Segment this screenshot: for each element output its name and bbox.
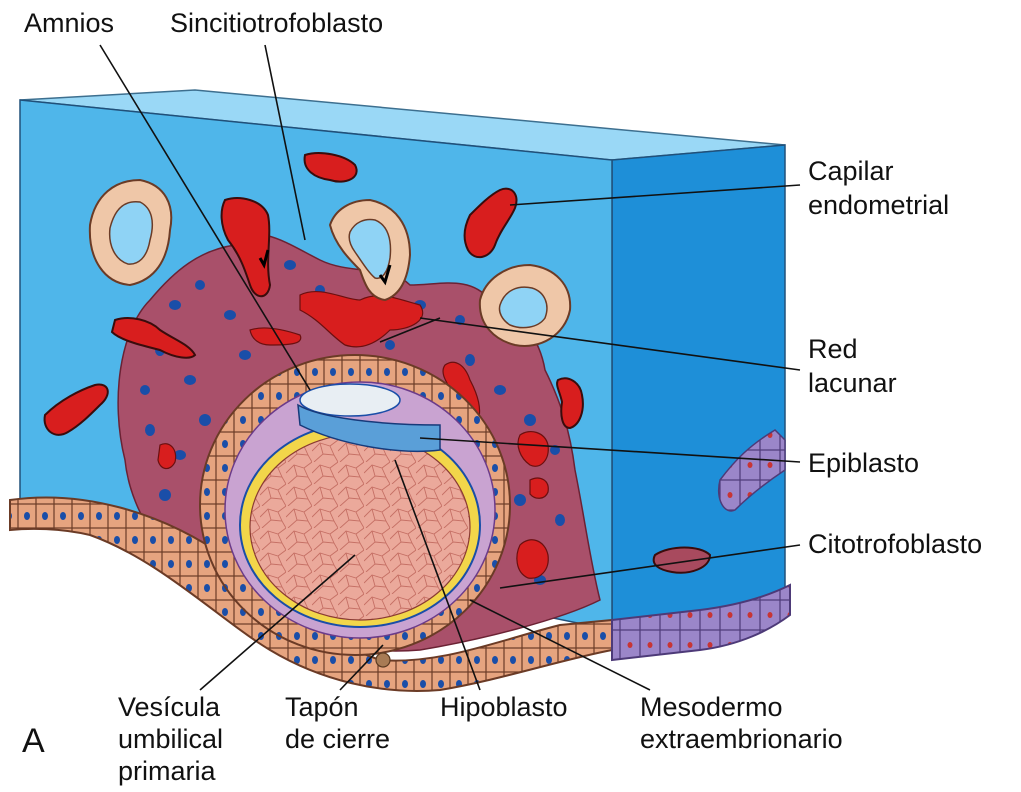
- label-red-1: Red: [808, 334, 858, 364]
- label-epiblasto: Epiblasto: [808, 448, 919, 478]
- label-capilar-2: endometrial: [808, 190, 949, 220]
- label-sincitiotrofoblasto: Sincitiotrofoblasto: [170, 8, 383, 38]
- primary-yolk-sac: [250, 434, 470, 620]
- amniotic-cavity: [300, 384, 400, 416]
- label-amnios: Amnios: [24, 8, 114, 38]
- label-mesodermo-1: Mesodermo: [640, 692, 783, 722]
- label-vesicula-2: umbilical: [118, 724, 223, 754]
- label-hipoblasto: Hipoblasto: [440, 692, 568, 722]
- closing-plug: [376, 653, 390, 667]
- panel-letter: A: [22, 722, 45, 760]
- label-vesicula-1: Vesícula: [118, 692, 221, 722]
- label-vesicula-3: primaria: [118, 756, 217, 786]
- label-tapon-2: de cierre: [285, 724, 390, 754]
- label-capilar-1: Capilar: [808, 156, 894, 186]
- label-red-2: lacunar: [808, 368, 897, 398]
- label-mesodermo-2: extraembrionario: [640, 724, 843, 754]
- label-tapon-1: Tapón: [285, 692, 359, 722]
- label-citotrofoblasto: Citotrofoblasto: [808, 529, 982, 559]
